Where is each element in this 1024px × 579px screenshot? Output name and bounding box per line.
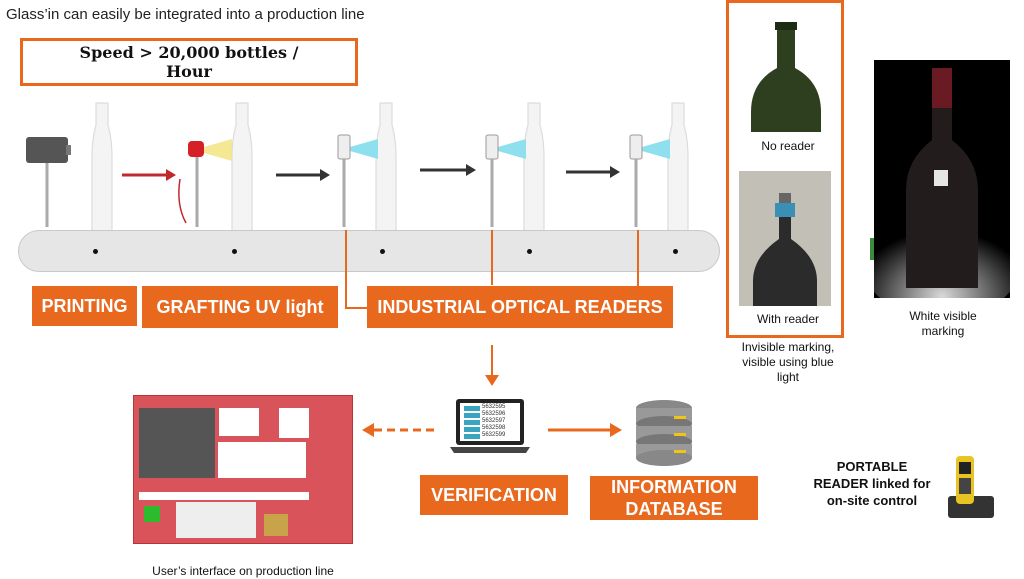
conveyor-roller <box>380 249 385 254</box>
speed-line1: Speed > 20,000 bottles / <box>79 43 299 62</box>
reader-1 <box>337 134 378 227</box>
ui-input-bar <box>139 492 309 500</box>
laptop-code: 5632595 <box>482 404 506 410</box>
database-icon <box>636 400 692 466</box>
caption-white-marking: White visible marking <box>884 309 1002 339</box>
bottle-5 <box>667 102 689 236</box>
production-line-drawing <box>26 102 689 236</box>
laptop-code: 5632597 <box>482 418 506 424</box>
ui-panel <box>219 408 259 436</box>
uv-cable <box>178 178 187 224</box>
ui-log-table <box>176 502 256 538</box>
green-marker <box>870 238 874 260</box>
reader-comparison-frame <box>726 0 844 338</box>
caption-invisible-line1: Invisible marking, <box>741 340 835 354</box>
ui-caption: User’s interface on production line <box>152 564 334 578</box>
label-verification: VERIFICATION <box>420 475 568 515</box>
caption-invisible-marking: Invisible marking, visible using blue li… <box>728 340 848 385</box>
printer-device <box>26 137 71 227</box>
portable-line2: READER linked for <box>813 476 931 491</box>
bottle-photo-white-marking <box>874 60 1010 298</box>
reader-2 <box>485 134 526 227</box>
bottle-1 <box>91 102 113 236</box>
label-grafting: GRAFTING UV light <box>142 286 338 328</box>
caption-white-line2: marking <box>921 324 965 338</box>
conveyor-roller <box>93 249 98 254</box>
database-label-line1: INFORMATION <box>611 477 737 497</box>
conveyor-roller <box>673 249 678 254</box>
bottle-2 <box>231 102 253 236</box>
label-industrial-readers: INDUSTRIAL OPTICAL READERS <box>367 286 673 328</box>
laptop-code: 5632599 <box>482 432 506 438</box>
laptop-code: 5632598 <box>482 425 506 431</box>
label-information-database: INFORMATION DATABASE <box>590 476 758 520</box>
label-printing: PRINTING <box>32 286 137 326</box>
portable-reader-label: PORTABLE READER linked for on-site contr… <box>802 458 942 509</box>
arrow-reader1-to-reader2 <box>420 164 476 176</box>
bottle-photo-no-reader <box>745 20 827 132</box>
reader-3 <box>629 134 670 227</box>
conveyor-belt <box>18 230 720 272</box>
caption-no-reader: No reader <box>761 139 815 153</box>
portable-scanner-icon <box>948 456 994 518</box>
reader-connectors <box>345 230 639 386</box>
bottle-3 <box>375 102 397 236</box>
user-interface-screenshot <box>133 395 353 544</box>
caption-white-line1: White visible <box>909 309 977 323</box>
caption-with-reader: With reader <box>756 312 820 326</box>
ui-status-indicator <box>144 506 160 522</box>
caption-invisible-line2: visible using blue <box>742 355 834 369</box>
conveyor-roller <box>232 249 237 254</box>
uv-lamp <box>188 139 232 227</box>
arrow-print-to-uv <box>122 169 176 181</box>
caption-invisible-line3: light <box>776 370 799 384</box>
speed-box: Speed > 20,000 bottles /Hour <box>20 38 358 86</box>
arrow-to-interface <box>362 423 438 437</box>
arrow-uv-to-reader1 <box>276 169 330 181</box>
conveyor-roller <box>527 249 532 254</box>
bottle-4 <box>523 102 545 236</box>
portable-line1: PORTABLE <box>836 459 908 474</box>
arrow-reader2-to-reader3 <box>566 166 620 178</box>
camera-view <box>139 408 215 478</box>
diagram-title: Glass’in can easily be integrated into a… <box>6 6 365 23</box>
ui-logo <box>264 514 288 536</box>
portable-line3: on-site control <box>826 493 918 508</box>
ui-panel <box>279 408 309 438</box>
laptop-code-list: 5632595 5632596 5632597 5632598 5632599 <box>482 404 505 439</box>
arrow-to-database <box>548 423 622 437</box>
bottle-photo-with-reader <box>739 171 831 306</box>
ui-list-panel <box>218 442 306 478</box>
laptop-code: 5632596 <box>482 411 506 417</box>
laptop-icon <box>450 399 530 453</box>
speed-line2: Hour <box>166 62 212 81</box>
database-label-line2: DATABASE <box>625 499 723 519</box>
